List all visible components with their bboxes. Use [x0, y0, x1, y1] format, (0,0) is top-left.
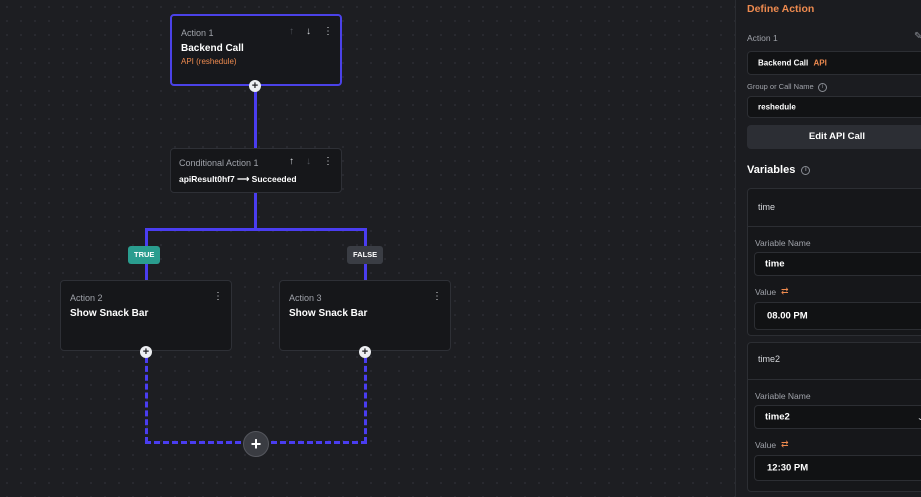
dashed-connector	[364, 357, 367, 443]
variable-name-label: Variable Name	[755, 238, 811, 248]
connector-line	[254, 193, 257, 229]
info-icon[interactable]: i	[801, 165, 811, 175]
action-label: Action 1	[181, 28, 214, 38]
connector-line	[254, 86, 257, 148]
info-icon[interactable]: i	[817, 82, 827, 92]
action-2-card[interactable]: Action 2 Show Snack Bar ⋮	[60, 280, 232, 351]
action-type-value: Backend Call API	[758, 59, 827, 68]
variable-header: time2	[758, 354, 781, 364]
value-text: 08.00 PM	[767, 310, 808, 322]
action-label: Action 2	[70, 293, 103, 303]
more-vertical-icon[interactable]: ⋮	[213, 291, 223, 302]
condition-text: apiResult0hf7 ⟶ Succeeded	[179, 174, 297, 184]
chevron-down-icon[interactable]: ⌄	[917, 413, 921, 422]
pencil-icon[interactable]: ✎	[914, 31, 921, 42]
define-action-panel: Define Action Action 1 ✎ Backend Call AP…	[735, 0, 921, 497]
more-vertical-icon[interactable]: ⋮	[323, 156, 333, 167]
value-label: Value	[755, 287, 777, 297]
arrow-down-icon[interactable]: ↓	[306, 26, 311, 37]
group-or-call-name-label: Group or Call Name i	[747, 82, 827, 92]
variable-name-value: time2	[765, 411, 790, 423]
divider	[748, 379, 921, 380]
add-action-plus-icon[interactable]: +	[359, 346, 371, 358]
value-source-icon[interactable]: ⇄	[781, 286, 789, 296]
value-text: 12:30 PM	[767, 462, 809, 474]
conditional-action-card[interactable]: Conditional Action 1 apiResult0hf7 ⟶ Suc…	[170, 148, 342, 193]
action-title: Backend Call	[181, 43, 244, 54]
dashed-connector	[145, 357, 148, 443]
value-label: Value	[755, 440, 777, 450]
value-field[interactable]: 08.00 PM	[754, 302, 921, 330]
variables-title: Variables i	[747, 164, 811, 176]
action-title: Show Snack Bar	[70, 308, 149, 319]
action-label: Action 3	[289, 293, 322, 303]
variable-header: time	[758, 202, 776, 212]
panel-header: Define Action	[747, 3, 815, 15]
false-branch-badge: FALSE	[347, 246, 384, 264]
add-action-plus-icon[interactable]: +	[243, 431, 269, 457]
divider	[748, 226, 921, 227]
variable-name-value: time	[765, 258, 785, 270]
add-action-plus-icon[interactable]: +	[249, 80, 261, 92]
conditional-label: Conditional Action 1	[179, 158, 259, 168]
arrow-up-icon[interactable]: ↑	[289, 26, 294, 37]
variables-title-text: Variables	[747, 164, 796, 176]
backend-call-label: Backend Call	[758, 58, 809, 68]
action-label: Action 1	[747, 33, 778, 43]
add-action-plus-icon[interactable]: +	[140, 346, 152, 358]
branch-line	[145, 228, 367, 231]
arrow-up-icon[interactable]: ↑	[289, 156, 294, 167]
action-type-field[interactable]: Backend Call API	[747, 51, 921, 75]
edit-api-call-button[interactable]: Edit API Call	[747, 125, 921, 149]
value-source-icon[interactable]: ⇄	[781, 439, 789, 449]
group-value: reshedule	[758, 102, 796, 112]
group-label-text: Group or Call Name	[747, 82, 814, 91]
api-tag: API	[813, 58, 827, 68]
variable-name-label: Variable Name	[755, 391, 811, 401]
action-1-card[interactable]: Action 1 Backend Call API (reshedule) ↑ …	[170, 14, 342, 86]
true-branch-badge: TRUE	[128, 246, 161, 264]
variable-name-select[interactable]: time	[754, 252, 921, 276]
variable-card-time2: time2 Variable Name time2 ⌄ Value ⇄ 12:3…	[747, 342, 921, 492]
variable-card-time: time Variable Name time Value ⇄ 08.00 PM	[747, 188, 921, 336]
action-subtitle: API (reshedule)	[181, 57, 237, 66]
variable-name-select[interactable]: time2 ⌄	[754, 405, 921, 429]
action-3-card[interactable]: Action 3 Show Snack Bar ⋮	[279, 280, 451, 351]
more-vertical-icon[interactable]: ⋮	[432, 291, 442, 302]
arrow-down-icon[interactable]: ↓	[306, 156, 311, 167]
action-title: Show Snack Bar	[289, 308, 368, 319]
more-vertical-icon[interactable]: ⋮	[323, 26, 333, 37]
value-field[interactable]: 12:30 PM	[754, 455, 921, 481]
group-or-call-name-field[interactable]: reshedule	[747, 96, 921, 118]
